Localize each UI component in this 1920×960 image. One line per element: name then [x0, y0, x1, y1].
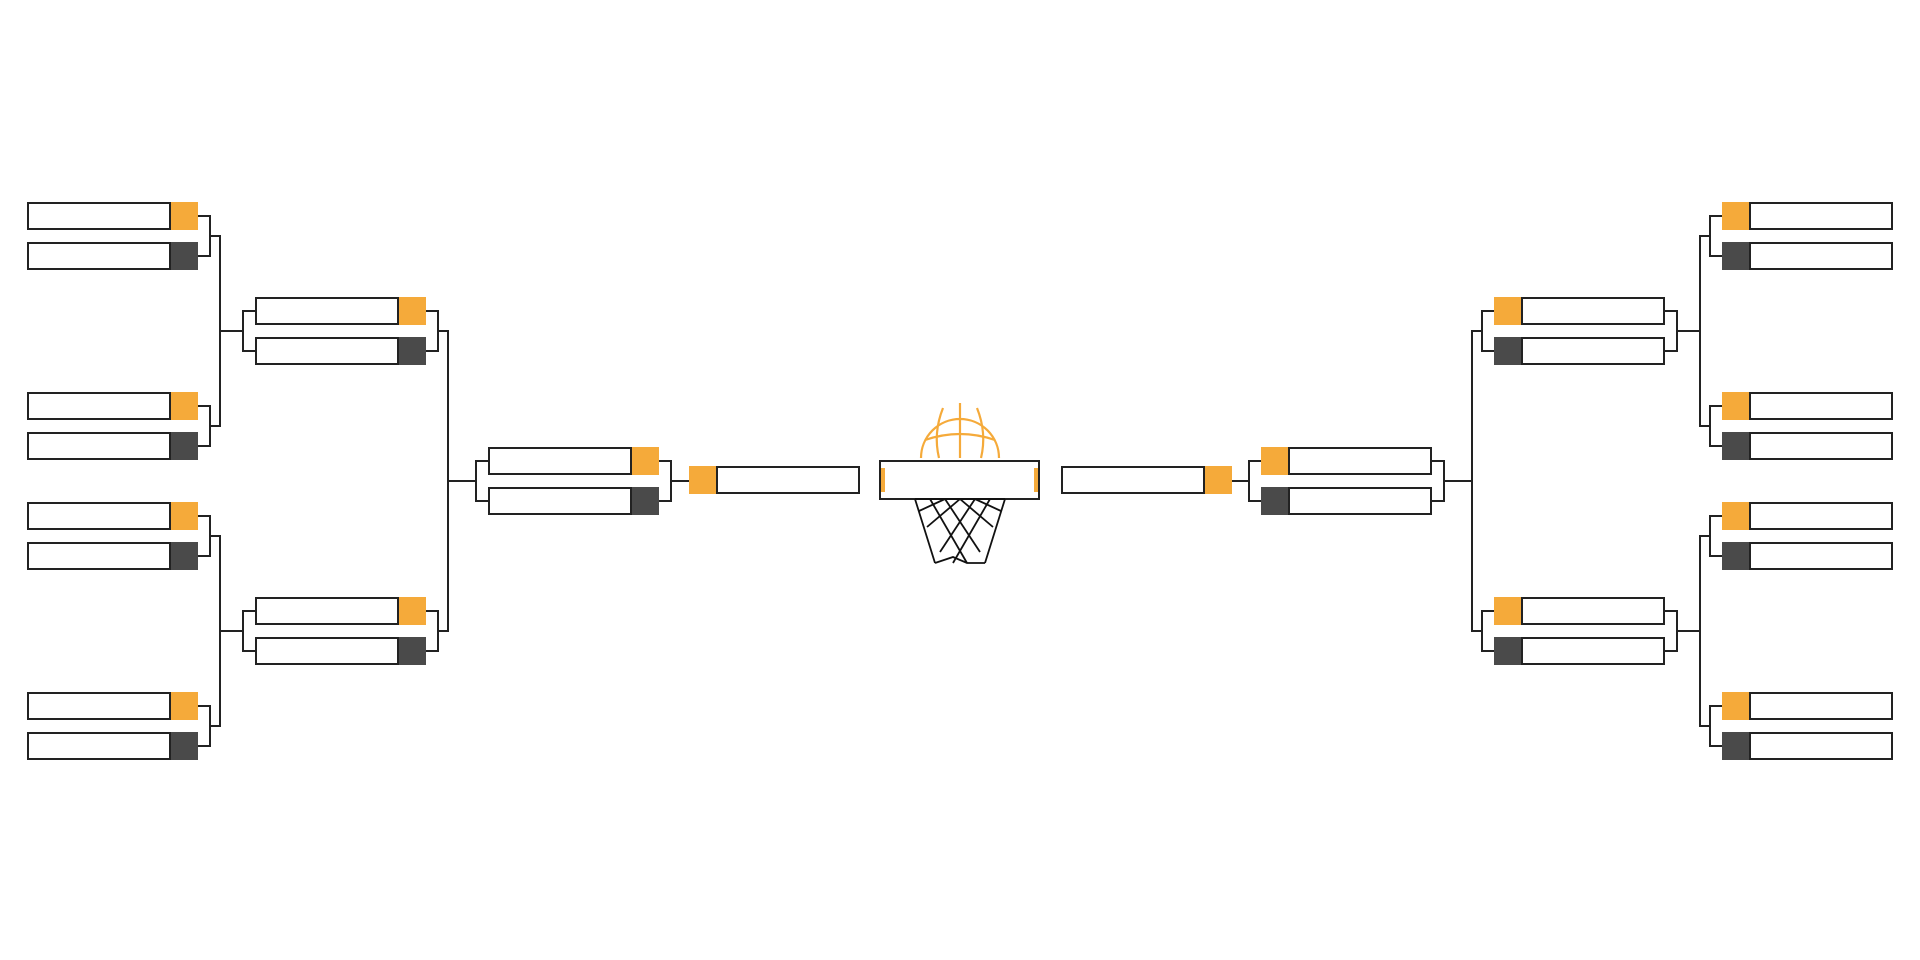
right-r2-m2-bracket	[1481, 610, 1494, 652]
right-r2-m1-bracket	[1481, 310, 1494, 352]
champion-right-accent	[1034, 468, 1038, 492]
left-r2-m1-bracket	[426, 310, 439, 352]
right-r3-match1-team1-seed	[1261, 447, 1288, 475]
left-r1-match4-team2-name[interactable]	[27, 732, 171, 760]
left-r1-match3-team2-name[interactable]	[27, 542, 171, 570]
left-r2-match2-team1-seed	[399, 597, 426, 625]
left-r2-match1-team2-seed	[399, 337, 426, 365]
right-r2-match2-team2-name[interactable]	[1521, 637, 1665, 665]
left-r3-match1-team2-name[interactable]	[488, 487, 632, 515]
right-r1-match4-team2-seed	[1722, 732, 1749, 760]
left-r1-match1-team1-name[interactable]	[27, 202, 171, 230]
right-r1-match4-team2-name[interactable]	[1749, 732, 1893, 760]
left-r3-entry	[475, 460, 488, 502]
right-r3-m1-bracket	[1248, 460, 1261, 502]
right-r1-match3-team2-seed	[1722, 542, 1749, 570]
left-r1-m3-bracket	[198, 515, 211, 557]
left-finalist-seed	[689, 466, 716, 494]
left-r1-match2-team1-name[interactable]	[27, 392, 171, 420]
left-r2-entry1	[242, 310, 255, 352]
right-r2-entry2	[1665, 610, 1678, 652]
left-r1-m4-bracket	[198, 705, 211, 747]
right-finalist-seed	[1205, 466, 1232, 494]
left-r1-m2-bracket	[198, 405, 211, 447]
left-r2-a-join	[438, 330, 449, 632]
champion-slot[interactable]	[879, 460, 1040, 500]
left-r1-match4-team2-seed	[171, 732, 198, 760]
left-r3-match1-team2-seed	[632, 487, 659, 515]
right-r3-match1-team2-seed	[1261, 487, 1288, 515]
right-r1-match2-team1-name[interactable]	[1749, 392, 1893, 420]
right-r1-match4-team1-name[interactable]	[1749, 692, 1893, 720]
left-r1-a-join	[210, 235, 221, 427]
right-r1-match2-team1-seed	[1722, 392, 1749, 420]
left-r2-m2-bracket	[426, 610, 439, 652]
right-r1-match3-team1-seed	[1722, 502, 1749, 530]
right-r2-match1-team1-name[interactable]	[1521, 297, 1665, 325]
left-r2-match2-team2-seed	[399, 637, 426, 665]
right-r1-match1-team2-seed	[1722, 242, 1749, 270]
right-r1-m1-bracket	[1709, 215, 1722, 257]
left-r1-match2-team1-seed	[171, 392, 198, 420]
left-r1-match2-team2-seed	[171, 432, 198, 460]
right-r1-m2-bracket	[1709, 405, 1722, 447]
right-r2-match2-team1-seed	[1494, 597, 1521, 625]
right-r3-match1-team2-name[interactable]	[1288, 487, 1432, 515]
left-r2-match1-team1-seed	[399, 297, 426, 325]
right-finalist-name[interactable]	[1061, 466, 1205, 494]
left-r2-match1-team2-name[interactable]	[255, 337, 399, 365]
right-r2-match2-team2-seed	[1494, 637, 1521, 665]
left-r1-match1-team2-seed	[171, 242, 198, 270]
left-r1-match3-team1-seed	[171, 502, 198, 530]
left-r3-match1-team1-seed	[632, 447, 659, 475]
right-r2-entry1	[1665, 310, 1678, 352]
champion-left-accent	[881, 468, 885, 492]
left-r1-match1-team1-seed	[171, 202, 198, 230]
left-r1-match4-team1-seed	[171, 692, 198, 720]
right-r1-b-join	[1699, 535, 1710, 727]
right-r2-match2-team1-name[interactable]	[1521, 597, 1665, 625]
right-r2-a-join	[1471, 330, 1482, 632]
right-r1-match1-team1-name[interactable]	[1749, 202, 1893, 230]
left-r1-match4-team1-name[interactable]	[27, 692, 171, 720]
right-r1-match1-team1-seed	[1722, 202, 1749, 230]
right-r1-match4-team1-seed	[1722, 692, 1749, 720]
left-r3-match1-team1-name[interactable]	[488, 447, 632, 475]
basketball-hoop-icon	[914, 498, 1006, 564]
right-r1-match3-team2-name[interactable]	[1749, 542, 1893, 570]
right-r3-entry	[1432, 460, 1445, 502]
left-r2-entry2	[242, 610, 255, 652]
right-r2-match1-team2-name[interactable]	[1521, 337, 1665, 365]
left-r2-match2-team1-name[interactable]	[255, 597, 399, 625]
left-r2-match1-team1-name[interactable]	[255, 297, 399, 325]
left-r1-match1-team2-name[interactable]	[27, 242, 171, 270]
basketball-icon	[919, 403, 1001, 459]
left-r1-match3-team2-seed	[171, 542, 198, 570]
left-r1-match2-team2-name[interactable]	[27, 432, 171, 460]
right-r1-match3-team1-name[interactable]	[1749, 502, 1893, 530]
left-r1-m1-bracket	[198, 215, 211, 257]
left-r3-m1-bracket	[659, 460, 672, 502]
right-r1-m3-bracket	[1709, 515, 1722, 557]
left-finalist-name[interactable]	[716, 466, 860, 494]
left-r1-match3-team1-name[interactable]	[27, 502, 171, 530]
right-r3-match1-team1-name[interactable]	[1288, 447, 1432, 475]
left-r1-b-join	[210, 535, 221, 727]
right-r2-match1-team1-seed	[1494, 297, 1521, 325]
right-r1-match2-team2-seed	[1722, 432, 1749, 460]
right-r1-m4-bracket	[1709, 705, 1722, 747]
right-r1-a-join	[1699, 235, 1710, 427]
right-r1-match1-team2-name[interactable]	[1749, 242, 1893, 270]
right-r2-match1-team2-seed	[1494, 337, 1521, 365]
right-r1-match2-team2-name[interactable]	[1749, 432, 1893, 460]
left-r2-match2-team2-name[interactable]	[255, 637, 399, 665]
